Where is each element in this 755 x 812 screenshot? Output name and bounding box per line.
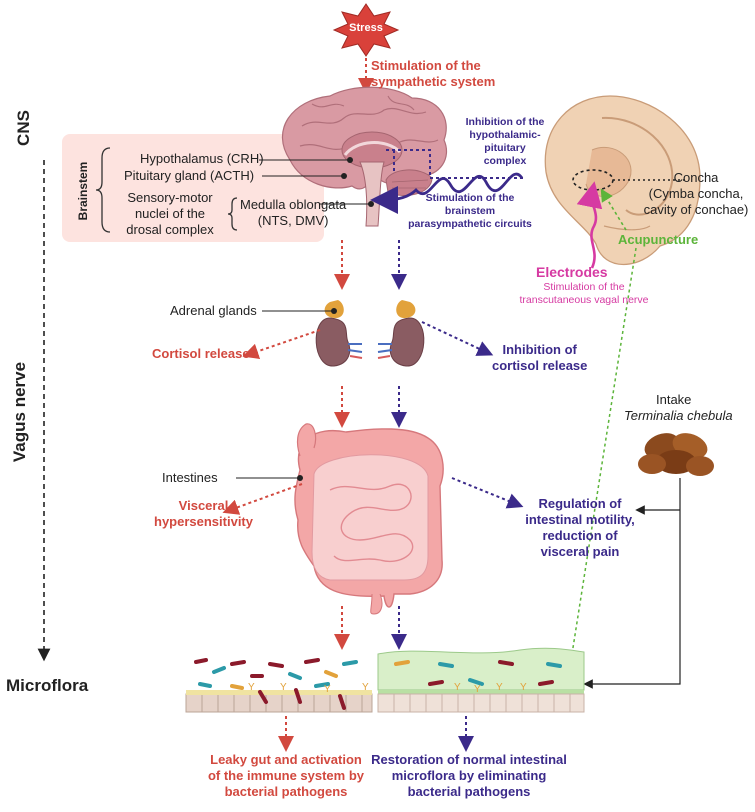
- leaky-line: Leaky gut and activation: [210, 752, 362, 767]
- electrodes-label: Electrodes: [536, 264, 608, 280]
- vagal-stimulation-wave: [370, 172, 524, 214]
- svg-text:Y: Y: [280, 682, 287, 693]
- medulla-brace: [227, 197, 238, 231]
- pituitary-label: Pituitary gland (ACTH): [124, 168, 255, 183]
- svg-text:Y: Y: [248, 682, 255, 693]
- regulation-line: reduction of: [542, 528, 618, 543]
- stimulation-line: parasympathetic circuits: [408, 218, 532, 230]
- adrenal-glands-label: Adrenal glands: [170, 303, 257, 318]
- regulation-line: visceral pain: [540, 544, 620, 559]
- svg-text:Y: Y: [520, 682, 527, 693]
- concha-line: cavity of conchae): [643, 202, 749, 217]
- cortisol-release-label: Cortisol release: [152, 346, 250, 361]
- electrode-wire: [576, 181, 603, 269]
- restoration-line: microflora by eliminating: [391, 768, 547, 783]
- stress-effect-line: Stimulation of the: [371, 58, 481, 73]
- terminalia-chebula-illustration: [638, 433, 714, 476]
- inhibition-cortisol-line: Inhibition of: [502, 342, 577, 357]
- sensory-line: nuclei of the: [134, 206, 206, 221]
- stress-effect-line: sympathetic system: [371, 74, 496, 89]
- svg-text:Y: Y: [324, 684, 331, 695]
- svg-text:Y: Y: [362, 682, 369, 693]
- acupuncture-arrow: [600, 188, 627, 231]
- leaky-gut-outcome: Leaky gut and activation of the immune s…: [196, 752, 376, 800]
- restoration-line: Restoration of normal intestinal: [371, 752, 567, 767]
- leaky-line: of the immune system by: [207, 768, 365, 783]
- medulla-line: (NTS, DMV): [257, 213, 329, 228]
- stress-burst-icon: [332, 3, 400, 57]
- restoration-outcome: Restoration of normal intestinal microfl…: [364, 752, 574, 800]
- inhibition-line: pituitary: [484, 142, 526, 154]
- intake-label: Intake: [656, 392, 692, 407]
- inhibition-cortisol-line: cortisol release: [492, 358, 588, 373]
- adrenal-glands-illustration: [315, 300, 425, 367]
- hypothalamus-label: Hypothalamus (CRH): [140, 151, 264, 166]
- visceral-line: Visceral: [178, 498, 229, 513]
- stimulation-brainstem-label: Stimulation of the brainstem parasympath…: [400, 192, 540, 231]
- regulation-line: Regulation of: [538, 496, 622, 511]
- intake-connector: [583, 478, 681, 689]
- sensory-motor-label: Sensory-motor nuclei of the drosal compl…: [108, 190, 232, 238]
- visceral-hypersensitivity-label: Visceral hypersensitivity: [154, 498, 253, 530]
- inhibition-cortisol-label: Inhibition of cortisol release: [492, 342, 587, 374]
- stress-label: Stress: [349, 22, 383, 34]
- stimulation-line: Stimulation of the: [425, 192, 515, 204]
- acupuncture-label: Acupuncture: [618, 232, 699, 247]
- acupuncture-to-microflora: [571, 247, 637, 655]
- terminalia-label: Terminalia chebula: [624, 408, 733, 423]
- medulla-line: Medulla oblongata: [240, 197, 347, 212]
- inhibition-line: Inhibition of the: [465, 116, 545, 128]
- leaky-line: bacterial pathogens: [224, 784, 348, 799]
- brainstem-label: Brainstem: [76, 161, 90, 221]
- concha-label: Concha (Cymba concha, cavity of conchae): [640, 170, 752, 218]
- medulla-label: Medulla oblongata (NTS, DMV): [240, 197, 346, 229]
- ear-illustration: [544, 95, 701, 266]
- cns-label: CNS: [14, 110, 33, 146]
- svg-text:Y: Y: [474, 684, 481, 695]
- vagus-nerve-label: Vagus nerve: [10, 361, 29, 463]
- stress-effect-text: Stimulation of the sympathetic system: [371, 58, 495, 90]
- stimulation-line: brainstem: [444, 205, 496, 217]
- brainstem-box: [62, 134, 324, 242]
- intestines-label: Intestines: [162, 470, 218, 485]
- svg-text:Y: Y: [496, 682, 503, 693]
- brainstem-brace: [95, 147, 111, 233]
- svg-text:Y: Y: [454, 682, 461, 693]
- concha-line: Concha: [673, 170, 719, 185]
- inhibition-hpa-label: Inhibition of the hypothalamic- pituitar…: [450, 116, 560, 168]
- visceral-line: hypersensitivity: [154, 514, 253, 529]
- electrodes-note-line: Stimulation of the: [543, 281, 625, 293]
- microflora-label: Microflora: [6, 676, 89, 695]
- restoration-line: bacterial pathogens: [407, 784, 531, 799]
- inhibition-line: complex: [483, 155, 527, 167]
- electrodes-note: Stimulation of the transcutaneous vagal …: [514, 281, 654, 307]
- sensory-line: drosal complex: [126, 222, 214, 237]
- sensory-line: Sensory-motor: [127, 190, 213, 205]
- regulation-line: intestinal motility,: [525, 512, 635, 527]
- regulation-motility-label: Regulation of intestinal motility, reduc…: [520, 496, 640, 560]
- electrodes-note-line: transcutaneous vagal nerve: [519, 294, 649, 306]
- concha-line: (Cymba concha,: [648, 186, 744, 201]
- intestines-illustration: [294, 423, 444, 615]
- inhibition-line: hypothalamic-: [469, 129, 541, 141]
